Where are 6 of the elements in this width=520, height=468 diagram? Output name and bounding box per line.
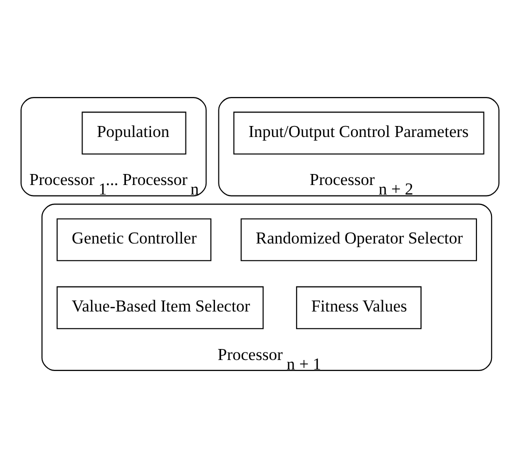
node-box: Randomized Operator Selector xyxy=(240,218,477,262)
node-box: Genetic Controller xyxy=(56,218,212,262)
node-box: Fitness Values xyxy=(296,286,422,330)
node-box: Value-Based Item Selector xyxy=(56,286,264,330)
node-box: Population xyxy=(82,112,186,155)
node-box: Input/Output Control Parameters xyxy=(233,112,484,155)
